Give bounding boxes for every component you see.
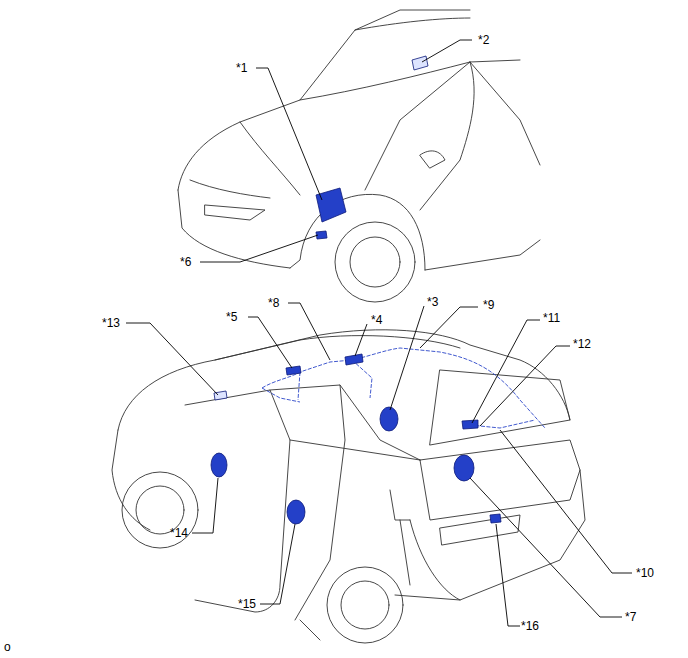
callout-number: *8 <box>268 296 279 310</box>
callout-number: *9 <box>483 298 494 312</box>
callout-number: *10 <box>636 566 654 580</box>
callout-number: *12 <box>573 337 591 351</box>
callout-number: *11 <box>543 311 560 325</box>
callout-number: *16 <box>521 619 539 633</box>
callout-number: *1 <box>236 61 247 75</box>
callout-number: *2 <box>478 33 489 47</box>
callout-number: *3 <box>427 295 438 309</box>
callout-number: *14 <box>170 526 188 540</box>
callout-number: *15 <box>238 597 256 611</box>
callout-number: *5 <box>226 310 237 324</box>
callout-number: o <box>4 640 11 654</box>
callout-number: *4 <box>371 313 382 327</box>
callout-number: *7 <box>625 610 636 624</box>
callout-number: *13 <box>102 316 120 330</box>
callout-number: *6 <box>180 255 191 269</box>
